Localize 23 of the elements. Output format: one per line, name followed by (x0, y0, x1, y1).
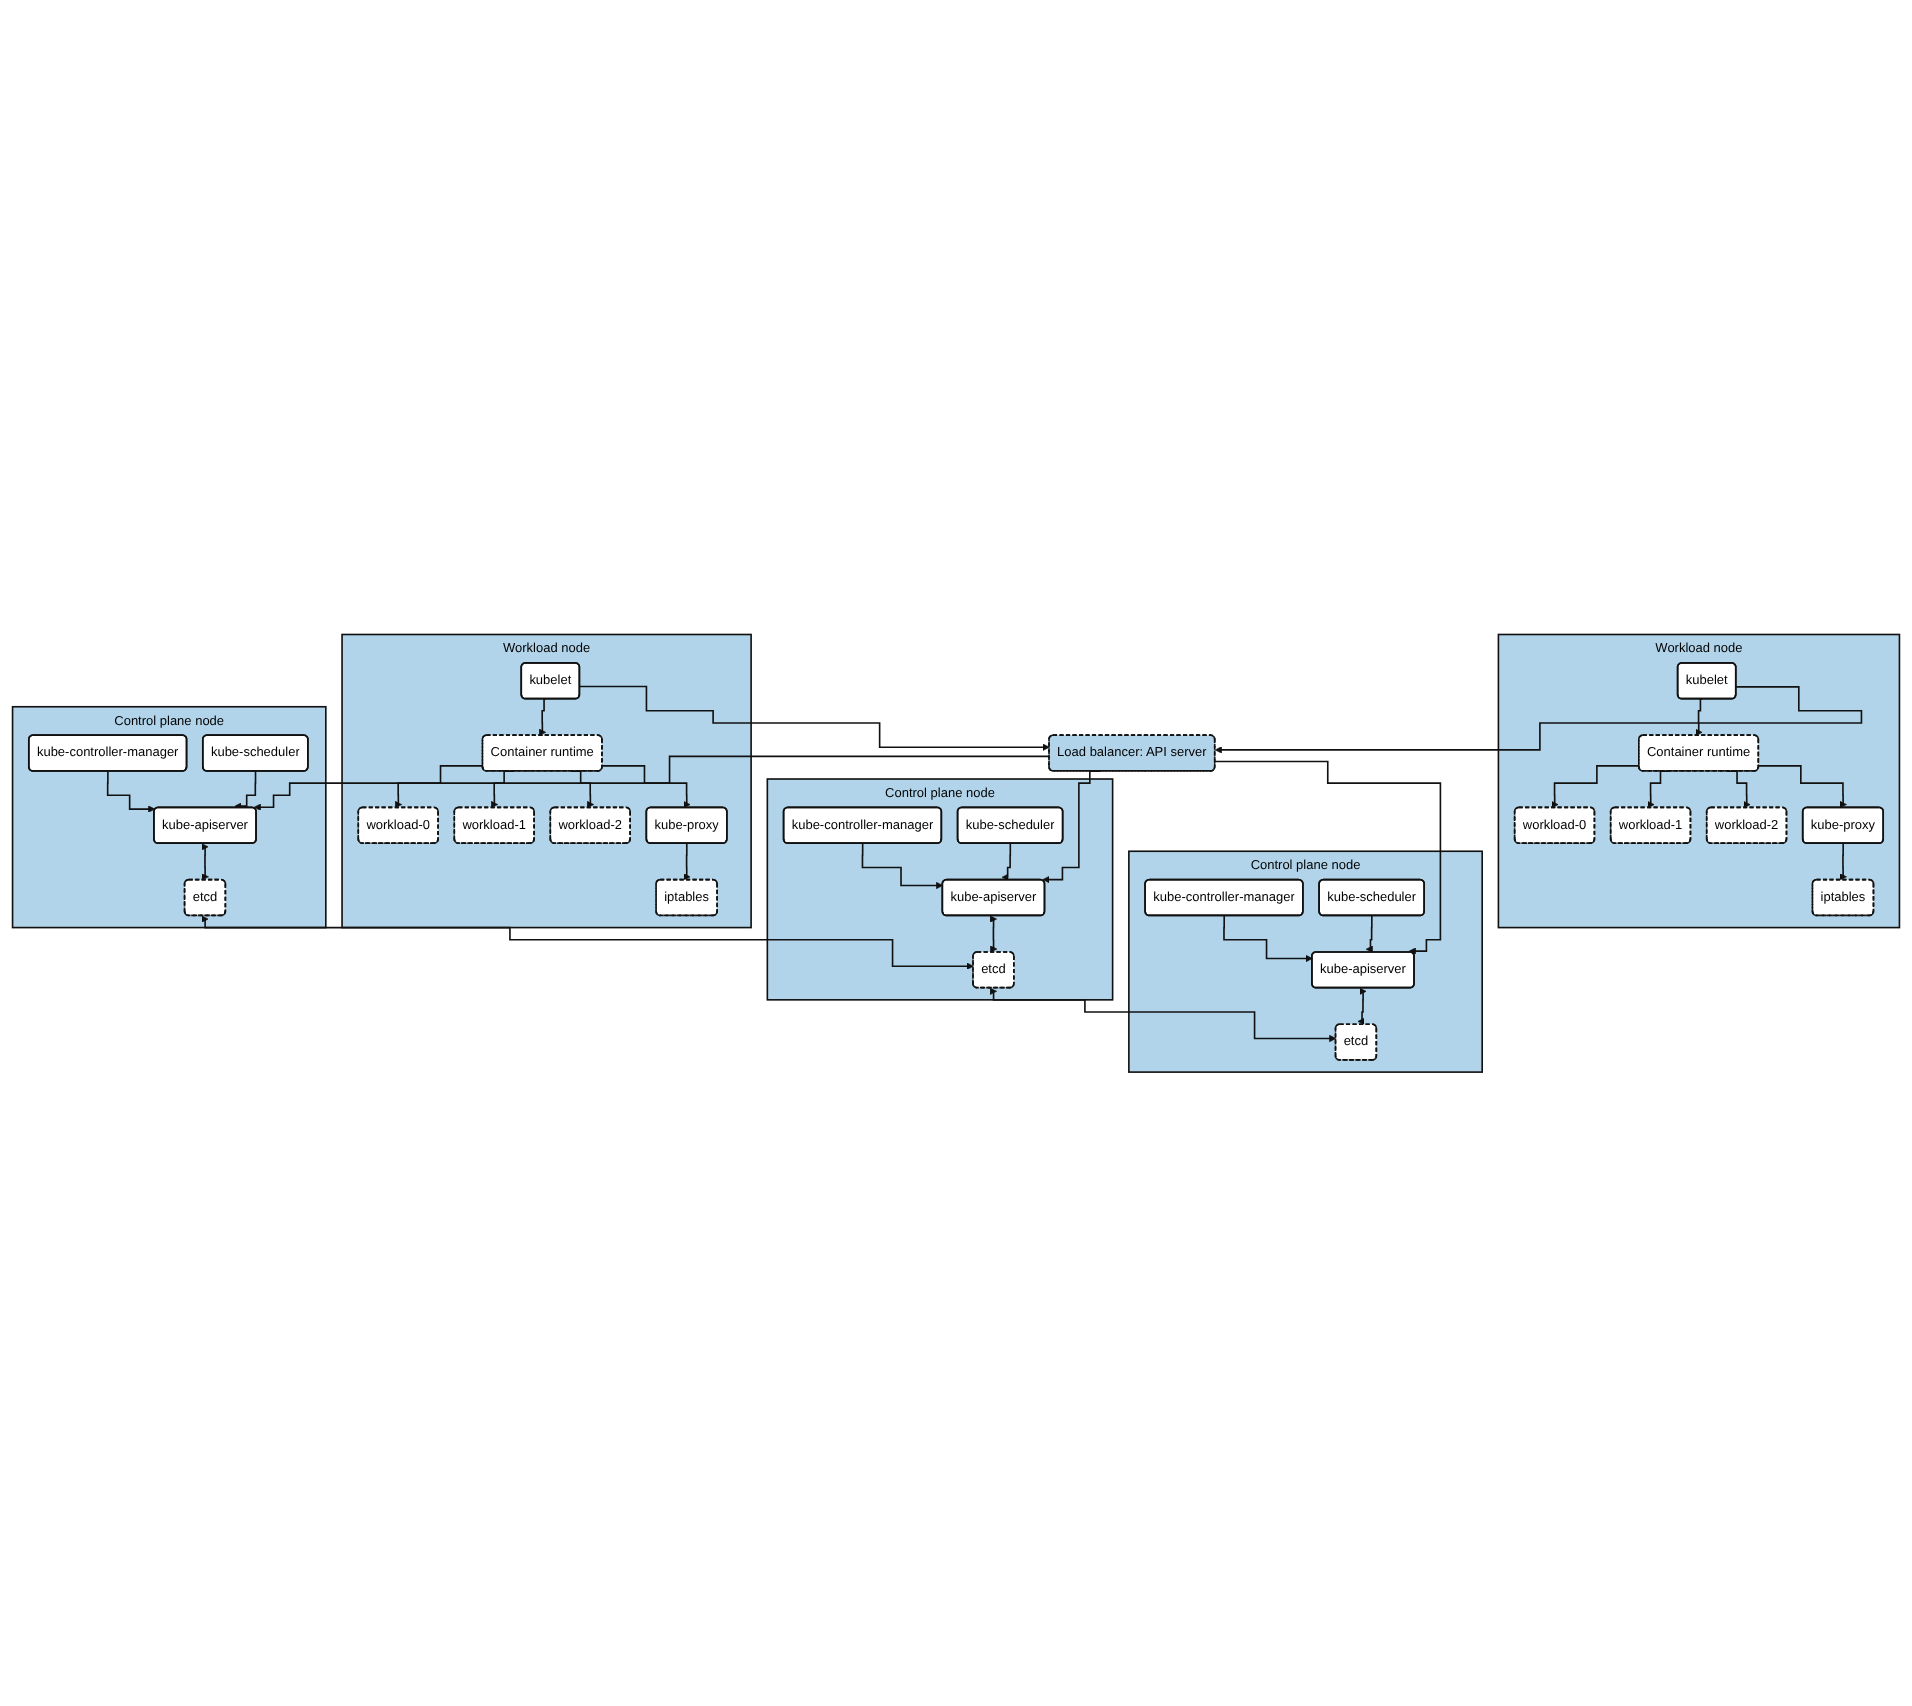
arrow (1757, 764, 1847, 808)
arrow (538, 697, 547, 736)
arrow (201, 842, 209, 881)
arrow (1695, 697, 1704, 736)
arrow (394, 764, 484, 808)
arrow (989, 987, 1337, 1042)
arrow (1001, 842, 1012, 881)
arrow (234, 770, 257, 810)
arrow (106, 770, 156, 813)
arrow (1214, 760, 1442, 955)
arrow (1839, 842, 1847, 881)
arrow (861, 842, 944, 889)
arrow (1357, 987, 1367, 1025)
arrow (1551, 764, 1641, 808)
arrow (1365, 914, 1373, 953)
arrow (253, 755, 1051, 811)
arrow (601, 764, 691, 808)
arrow (201, 915, 974, 970)
arrow (579, 685, 1050, 751)
arrow (1223, 914, 1313, 962)
arrow (989, 915, 998, 953)
arrow (683, 842, 691, 881)
arrow (1214, 685, 1863, 754)
